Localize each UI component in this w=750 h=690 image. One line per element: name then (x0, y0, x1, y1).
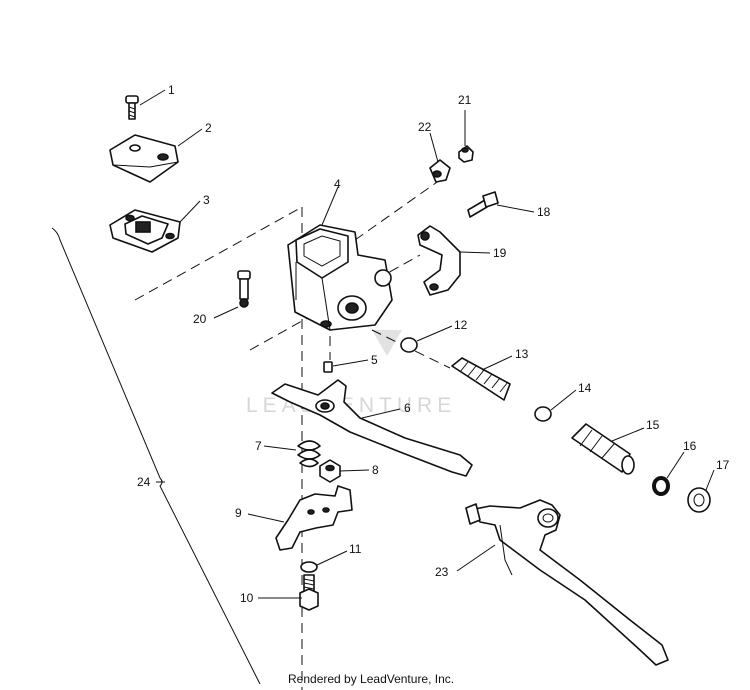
part-23-lever-assembly (465, 499, 669, 666)
part-17-washer (687, 487, 711, 513)
watermark-logo-icon (372, 330, 402, 356)
callout-20: 20 (193, 312, 207, 326)
part-20-pivot-bolt (237, 270, 251, 308)
callout-5: 5 (371, 353, 378, 367)
part-18-bolt (467, 191, 499, 218)
leader-lines (139, 89, 715, 599)
part-7-spring (297, 440, 321, 468)
callout-4: 4 (334, 177, 341, 191)
part-9-bracket (275, 485, 353, 551)
callout-24: 24 (137, 475, 151, 489)
part-5-set-screw (323, 361, 333, 373)
callout-22: 22 (418, 120, 432, 134)
callout-8: 8 (372, 463, 379, 477)
part-6-brake-lever (271, 379, 473, 477)
part-4-master-cylinder (287, 224, 393, 331)
part-2-reservoir-cap (109, 134, 179, 183)
callout-13: 13 (515, 347, 529, 361)
part-8-nut (319, 459, 341, 483)
callout-15: 15 (646, 418, 660, 432)
part-10-bolt (299, 574, 319, 611)
part-11-washer (300, 561, 318, 573)
part-3-diaphragm (109, 209, 181, 253)
callout-14: 14 (578, 381, 592, 395)
part-12-washer (400, 337, 418, 353)
callout-12: 12 (454, 318, 468, 332)
footer-credit: Rendered by LeadVenture, Inc. (288, 672, 454, 686)
callout-labels: 1 2 3 4 5 6 7 8 9 10 11 12 13 14 15 16 1… (137, 83, 730, 605)
part-15-piston (571, 423, 635, 475)
callout-10: 10 (240, 591, 254, 605)
part-14-washer (534, 406, 552, 422)
callout-3: 3 (203, 193, 210, 207)
part-21-cap (458, 145, 474, 163)
callout-16: 16 (683, 439, 697, 453)
part-1-screw (125, 95, 139, 120)
part-22-bleeder (429, 159, 451, 183)
callout-23: 23 (435, 565, 449, 579)
callout-21: 21 (458, 93, 472, 107)
callout-11: 11 (349, 542, 362, 556)
bracket-24 (51, 227, 261, 685)
callout-9: 9 (235, 506, 242, 520)
callout-18: 18 (537, 205, 551, 219)
callout-6: 6 (404, 401, 411, 415)
part-16-o-ring (652, 476, 670, 496)
watermark: LEADVENTURE (246, 330, 451, 417)
callout-2: 2 (205, 121, 212, 135)
callout-19: 19 (493, 246, 507, 260)
part-19-clamp (417, 225, 461, 296)
part-13-boot (451, 357, 511, 401)
callout-1: 1 (168, 83, 175, 97)
callout-17: 17 (716, 458, 730, 472)
callout-7: 7 (255, 439, 262, 453)
